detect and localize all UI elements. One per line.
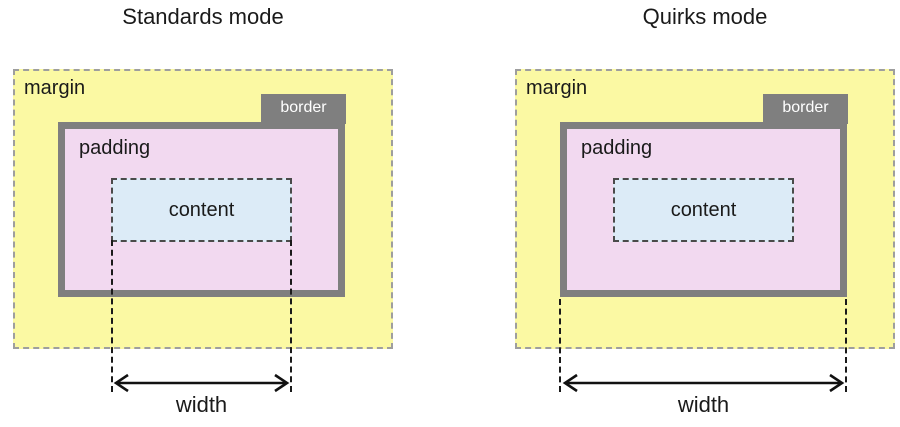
width-label: width bbox=[677, 392, 730, 417]
width-guide-line-left bbox=[559, 299, 561, 392]
border-tab: border bbox=[763, 94, 848, 124]
standards-mode-diagram: Standards mode margin border padding con… bbox=[13, 0, 393, 427]
width-arrow bbox=[562, 373, 845, 393]
width-label: width bbox=[175, 392, 228, 417]
width-guide-line-right bbox=[290, 240, 292, 392]
margin-label: margin bbox=[24, 77, 86, 99]
diagram-title: Quirks mode bbox=[642, 4, 768, 29]
content-label: content bbox=[670, 198, 737, 221]
content-box: content bbox=[111, 178, 292, 242]
width-arrow bbox=[113, 373, 290, 393]
width-guide-line-left bbox=[111, 240, 113, 392]
border-label: border bbox=[782, 99, 829, 116]
width-guide-line-right bbox=[845, 299, 847, 392]
border-box: padding bbox=[560, 122, 847, 297]
border-label: border bbox=[280, 99, 327, 116]
padding-box: padding bbox=[65, 129, 338, 290]
padding-label: padding bbox=[581, 137, 653, 159]
margin-label: margin bbox=[526, 77, 588, 99]
content-box: content bbox=[613, 178, 794, 242]
diagram-title: Standards mode bbox=[122, 4, 284, 29]
border-tab: border bbox=[261, 94, 346, 124]
border-box: padding bbox=[58, 122, 345, 297]
padding-label: padding bbox=[79, 137, 151, 159]
quirks-mode-diagram: Quirks mode margin border padding conten… bbox=[515, 0, 895, 427]
content-label: content bbox=[168, 198, 235, 221]
